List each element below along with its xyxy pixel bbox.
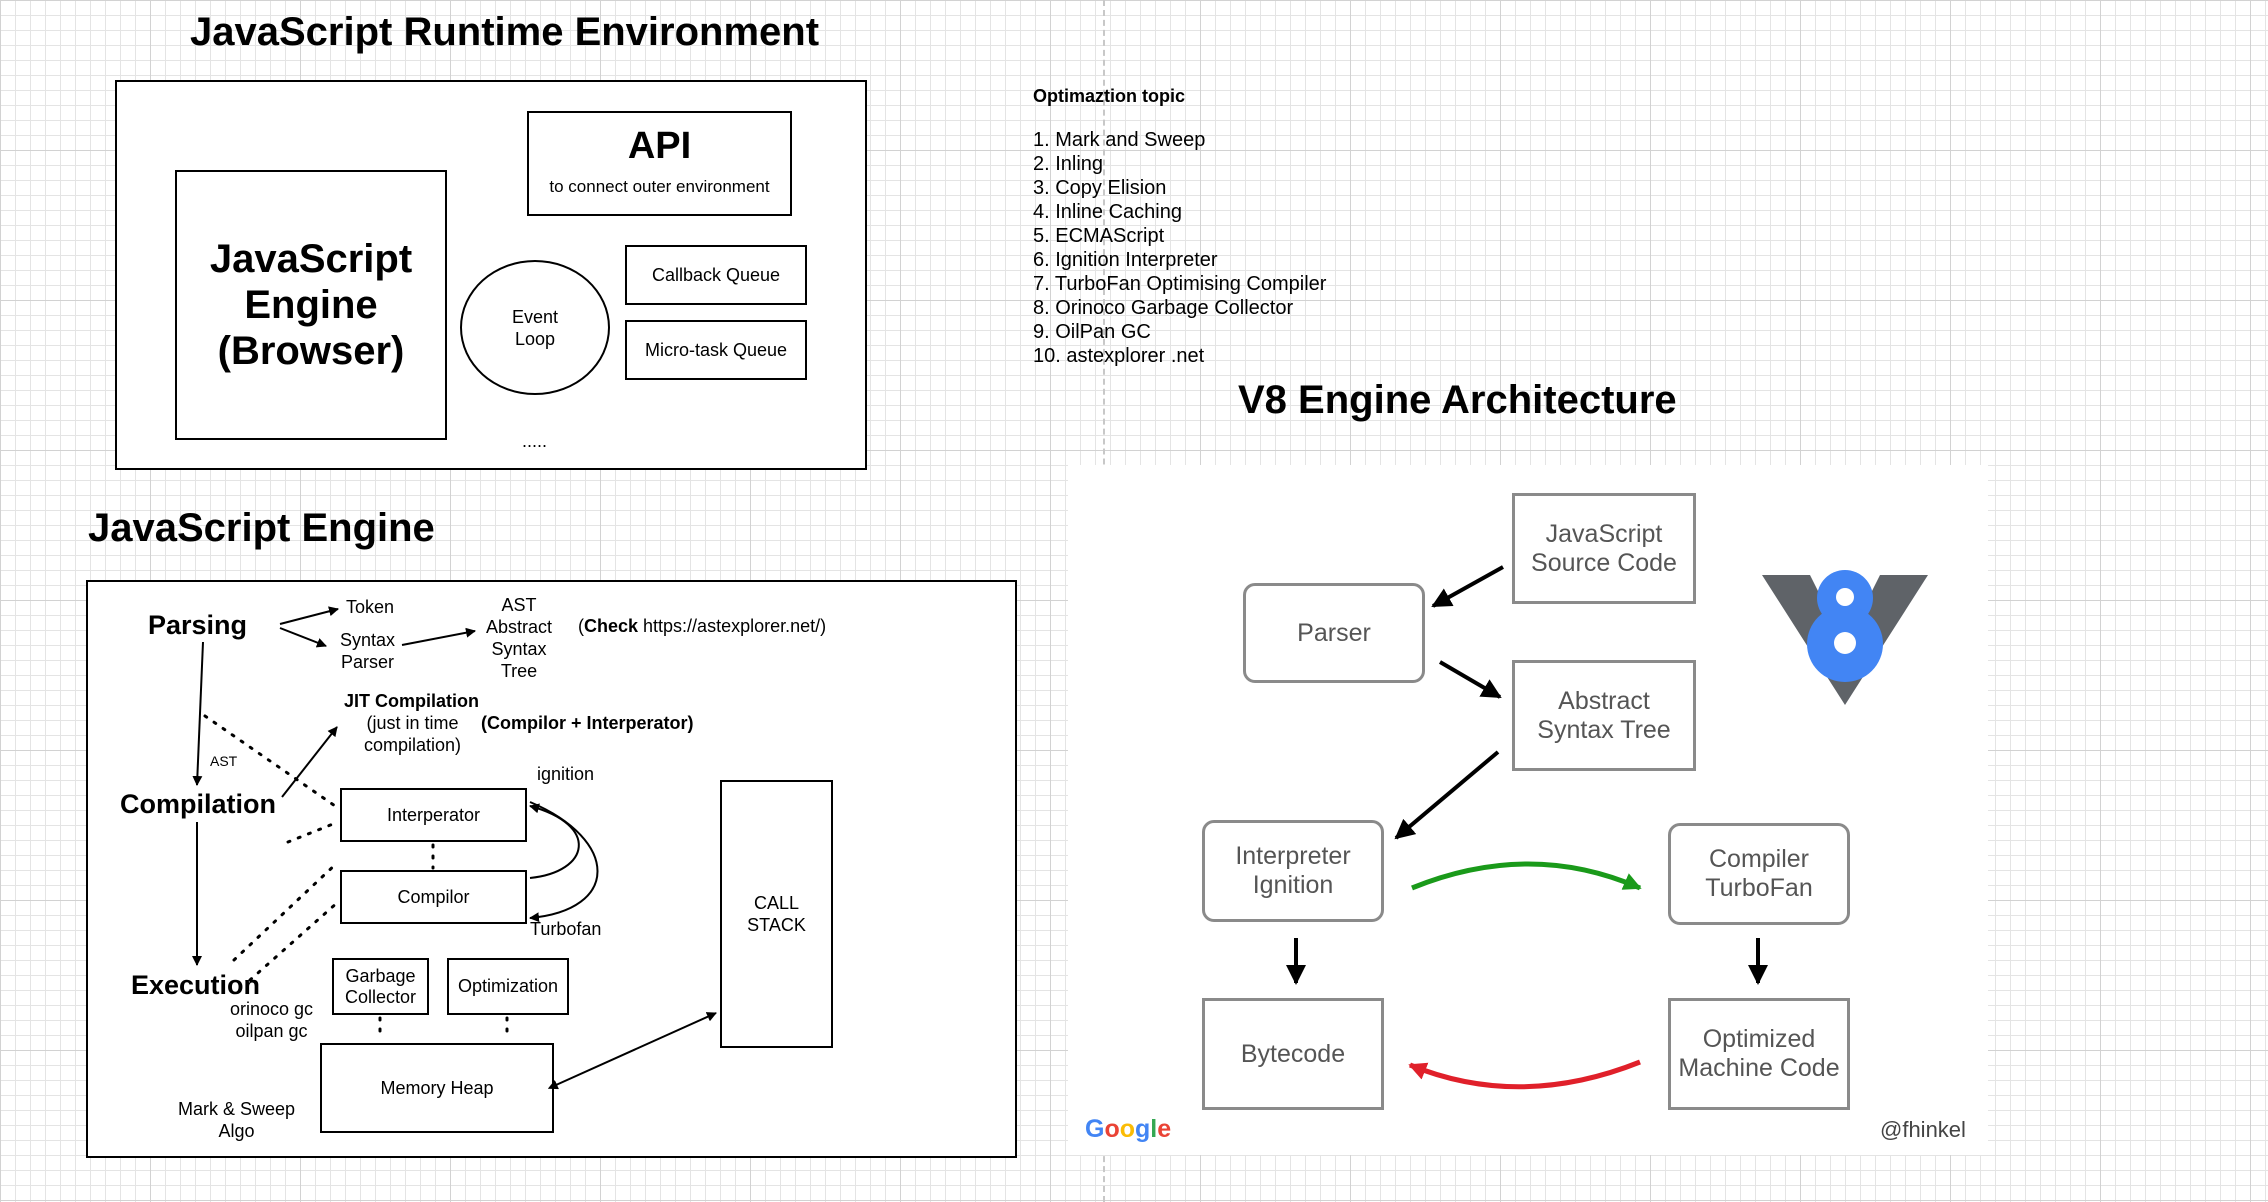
v8-title: V8 Engine Architecture [1238, 378, 1677, 422]
v8-bytecode-box[interactable]: Bytecode [1202, 998, 1384, 1110]
ast-full-label: AST Abstract Syntax Tree [486, 595, 553, 681]
callback-queue-box[interactable]: Callback Queue [625, 245, 807, 305]
v8-optimized-box[interactable]: Optimized Machine Code [1668, 998, 1850, 1110]
engine-title: JavaScript Engine [88, 506, 435, 550]
event-loop-circle[interactable]: Event Loop [460, 260, 610, 395]
v8-compiler-box[interactable]: Compiler TurboFan [1668, 823, 1850, 925]
callback-queue-label: Callback Queue [651, 264, 781, 285]
google-wordmark: Google [1085, 1115, 1171, 1143]
dots-execution-compilor [248, 900, 340, 982]
optimization-heading: Optimaztion topic [1033, 86, 1185, 106]
fhinkel-handle: @fhinkel [1880, 1117, 1966, 1142]
google-letter: o [1104, 1115, 1120, 1143]
compilor-box[interactable]: Compilor [340, 870, 527, 924]
arrow-parsing-syntax-parser [279, 627, 327, 648]
ignition-label: ignition [537, 764, 595, 784]
v8-source-code-box[interactable]: JavaScript Source Code [1512, 493, 1696, 604]
jit-title: JIT Compilation [344, 691, 479, 711]
call-stack-label: CALL STACK [747, 893, 806, 935]
execution-stage[interactable]: Execution [131, 970, 261, 1000]
runtime-ellipsis: ..... [522, 431, 548, 451]
optimization-item: 8. Orinoco Garbage Collector [1033, 297, 1294, 319]
ast-edge-label: AST [210, 753, 238, 769]
arrow-syntax-parser-ast [401, 627, 476, 646]
optimization-item: 4. Inline Caching [1033, 201, 1182, 223]
event-loop-label: Event Loop [511, 306, 559, 349]
v8-ast-box[interactable]: Abstract Syntax Tree [1512, 660, 1696, 771]
dots-compilation-compilor [232, 860, 340, 962]
arrow-parsing-compilation [192, 641, 204, 786]
api-subtitle: to connect outer environment [549, 177, 770, 196]
v8-ast-label: Abstract Syntax Tree [1537, 686, 1671, 744]
api-box[interactable]: API to connect outer environment [527, 111, 792, 216]
optimization-item: 10. astexplorer .net [1033, 345, 1205, 367]
v8-logo [1762, 570, 1928, 705]
v8-parser-box[interactable]: Parser [1243, 583, 1425, 683]
v8-arrow-parser-ast [1438, 660, 1502, 699]
compilation-stage[interactable]: Compilation [120, 789, 276, 819]
v8-interpreter-box[interactable]: Interpreter Ignition [1202, 820, 1384, 922]
gc-names-label: orinoco gc oilpan gc [230, 999, 314, 1041]
optimization-item: 1. Mark and Sweep [1033, 129, 1206, 151]
interperator-label: Interperator [386, 804, 481, 825]
dots-compilation-interperator [286, 820, 340, 844]
v8-arrow-ast-interpreter [1394, 750, 1500, 840]
v8-interpreter-label: Interpreter Ignition [1235, 842, 1351, 899]
memory-heap-label: Memory Heap [380, 1077, 494, 1098]
arrow-compilation-jit [281, 726, 338, 798]
call-stack-box[interactable]: CALL STACK [720, 780, 833, 1048]
google-logo: Google [1085, 1114, 1171, 1144]
google-letter: g [1135, 1115, 1151, 1143]
google-letter: o [1119, 1115, 1136, 1143]
interperator-box[interactable]: Interperator [340, 788, 527, 842]
astexplorer-note-check: Check [584, 616, 639, 636]
v8-optimized-label: Optimized Machine Code [1678, 1025, 1840, 1082]
jit-subtitle: (just in time compilation) [364, 713, 462, 755]
dots-parsing-interperator [203, 714, 340, 810]
astexplorer-note-link: https://astexplorer.net/) [638, 616, 827, 636]
optimization-box[interactable]: Optimization [447, 958, 569, 1015]
v8-parser-label: Parser [1297, 618, 1371, 647]
runtime-title: JavaScript Runtime Environment [190, 10, 820, 54]
optimization-item: 2. Inling [1033, 153, 1104, 175]
arrow-callstack-heap [547, 1012, 717, 1090]
v8-arrow-source-parser [1431, 565, 1504, 608]
v8-source-code-label: JavaScript Source Code [1531, 519, 1677, 577]
garbage-collector-label: Garbage Collector [344, 965, 417, 1007]
turbofan-label: Turbofan [530, 919, 602, 939]
arrow-parsing-token [279, 606, 339, 625]
google-letter: G [1085, 1115, 1105, 1143]
v8-bytecode-label: Bytecode [1240, 1039, 1346, 1068]
optimization-item: 5. ECMAScript [1033, 225, 1165, 247]
optimization-item: 3. Copy Elision [1033, 177, 1167, 199]
google-letter: l [1150, 1115, 1158, 1143]
optimization-item: 6. Ignition Interpreter [1033, 249, 1218, 271]
astexplorer-note-open: ( [578, 616, 584, 636]
v8-arrow-green [1411, 861, 1642, 891]
v8-compiler-label: Compiler TurboFan [1705, 845, 1813, 902]
garbage-collector-box[interactable]: Garbage Collector [332, 958, 429, 1015]
parsing-stage[interactable]: Parsing [148, 610, 248, 640]
v8-arrow-red [1408, 1059, 1641, 1090]
syntax-parser-label: Syntax Parser [340, 630, 396, 672]
optimization-item: 7. TurboFan Optimising Compiler [1033, 273, 1327, 295]
js-engine-label: JavaScript Engine (Browser) [209, 237, 413, 373]
js-engine-box[interactable]: JavaScript Engine (Browser) [175, 170, 447, 440]
compilor-label: Compilor [397, 886, 470, 907]
api-title: API [627, 125, 692, 167]
astexplorer-note: (Check https://astexplorer.net/) [578, 615, 826, 637]
arrow-loop-inner [529, 803, 580, 879]
token-label: Token [346, 597, 395, 617]
optimization-label: Optimization [457, 976, 559, 996]
microtask-queue-box[interactable]: Micro-task Queue [625, 320, 807, 380]
compilor-interpreter-note: (Compilor + Interperator) [481, 713, 694, 733]
optimization-item: 9. OilPan GC [1033, 321, 1151, 343]
arrow-loop-outer [529, 801, 599, 923]
mark-sweep-label: Mark & Sweep Algo [178, 1099, 296, 1141]
microtask-queue-label: Micro-task Queue [644, 339, 788, 360]
google-letter: e [1157, 1115, 1172, 1143]
